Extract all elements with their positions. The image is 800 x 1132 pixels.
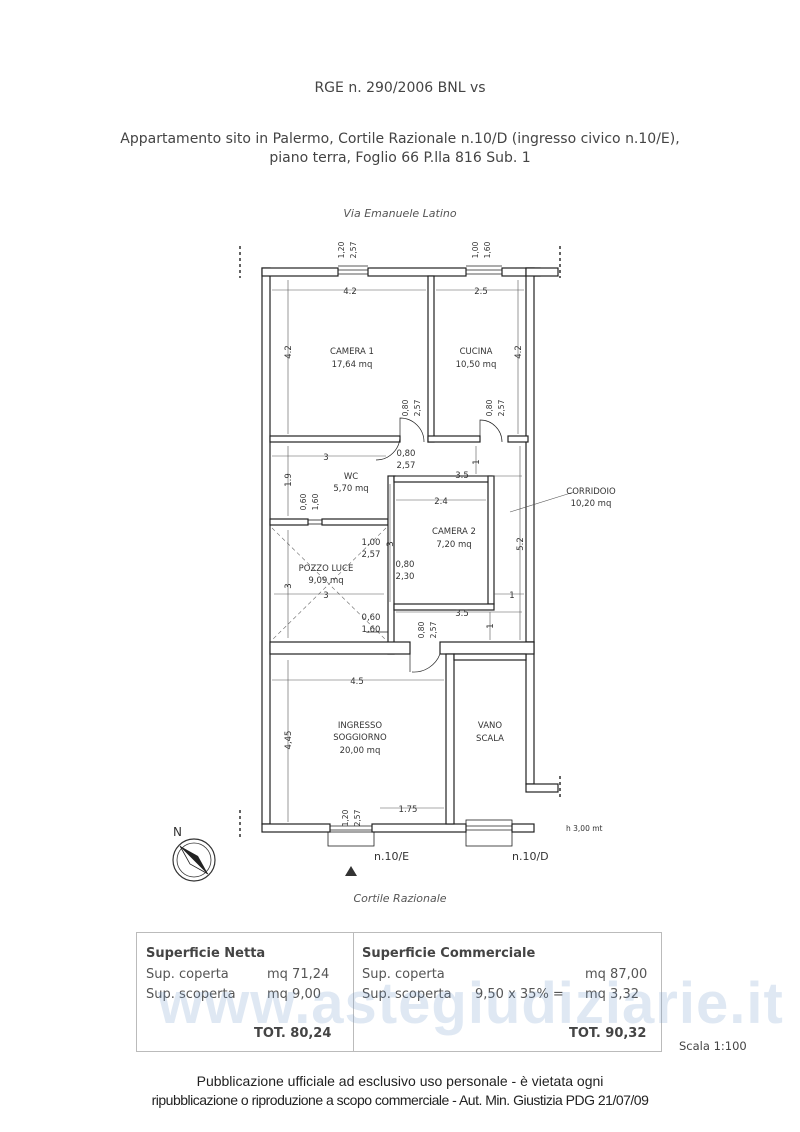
dim-camera2-width: 2.4 <box>434 497 448 507</box>
netta-row1-value: mq 71,24 <box>267 967 330 982</box>
ingresso-name-2: SOGGIORNO <box>333 733 387 743</box>
door3-height: 2,57 <box>429 621 438 638</box>
dim-camera1-width: 4.2 <box>343 287 357 297</box>
pozzo-name: POZZO LUCE <box>299 564 354 574</box>
win-wc-height: 1,60 <box>311 493 320 510</box>
dim-corridor-height: 5.2 <box>516 537 526 551</box>
corridoio-area: 10,20 mq <box>571 499 612 509</box>
case-reference: RGE n. 290/2006 BNL vs <box>314 80 486 96</box>
wc-area: 5,70 mq <box>333 484 368 494</box>
dim-camera1-height: 4.2 <box>284 345 294 359</box>
netta-total: TOT. 80,24 <box>254 1026 332 1041</box>
surface-table: Superficie Netta Sup. coperta mq 71,24 S… <box>136 932 662 1052</box>
ingresso-name-1: INGRESSO <box>338 721 383 731</box>
netta-row1-label: Sup. coperta <box>146 967 229 982</box>
door-wc-height: 2,57 <box>397 461 416 471</box>
address-line-1: Appartamento sito in Palermo, Cortile Ra… <box>120 131 680 147</box>
street-name-top: Via Emanuele Latino <box>343 207 457 220</box>
window-pozzo-height: 2,57 <box>362 550 381 560</box>
camera1-name: CAMERA 1 <box>330 347 374 357</box>
win1-width: 1,20 <box>337 241 346 258</box>
windows <box>308 265 513 847</box>
door-c2-width: 0,80 <box>396 560 415 570</box>
win2-height: 1,60 <box>483 241 492 258</box>
win1-height: 2,57 <box>349 241 358 258</box>
north-compass-icon <box>172 838 216 882</box>
pozzo-diagonals <box>271 527 387 641</box>
commerciale-total: TOT. 90,32 <box>569 1026 647 1041</box>
commerciale-row2-calc: 9,50 x 35% = <box>475 987 564 1002</box>
north-label: N <box>173 825 182 839</box>
disclaimer-line-2: ripubblicazione o riproduzione a scopo c… <box>151 1092 649 1108</box>
watermark: www.astegiudiziarie.it <box>158 971 784 1036</box>
cucina-name: CUCINA <box>460 347 493 357</box>
camera2-name: CAMERA 2 <box>432 527 476 537</box>
street-name-bottom: Cortile Razionale <box>353 892 447 905</box>
entrance-arrow-icon <box>345 866 357 876</box>
cucina-area: 10,50 mq <box>456 360 497 370</box>
commerciale-row1-label: Sup. coperta <box>362 967 445 982</box>
window-pozzo2-width: 0,60 <box>362 613 381 623</box>
ingresso-area: 20,00 mq <box>340 746 381 756</box>
netta-title: Superficie Netta <box>146 946 266 961</box>
commerciale-row2-value: mq 3,32 <box>585 987 639 1002</box>
netta-row2-value: mq 9,00 <box>267 987 321 1002</box>
door2-width: 0,80 <box>485 399 494 416</box>
dim-1-75: 1.75 <box>399 805 418 815</box>
door-wc-width: 0,80 <box>397 449 416 459</box>
win-ingresso-height: 2,57 <box>353 809 362 826</box>
commerciale-title: Superficie Commerciale <box>362 946 536 961</box>
pozzo-area: 9,09 mq <box>308 576 343 586</box>
door1-width: 0,80 <box>401 399 410 416</box>
dim-camera2-height: 3 <box>386 541 396 546</box>
dim-wc-height: 1.9 <box>284 473 294 487</box>
vano-name-2: SCALA <box>476 734 504 744</box>
window-pozzo2-height: 1,60 <box>362 625 381 635</box>
entrance-d-label: n.10/D <box>512 850 549 863</box>
dim-ingresso-width: 4.5 <box>350 677 364 687</box>
entrance-e-label: n.10/E <box>374 850 409 863</box>
dim-ingresso-height: 4,45 <box>284 731 294 750</box>
dim-cucina-height: 4.2 <box>514 345 524 359</box>
door-c2-height: 2,30 <box>396 572 415 582</box>
disclaimer-line-1: Pubblicazione ufficiale ad esclusivo uso… <box>196 1073 604 1089</box>
commerciale-row1-value: mq 87,00 <box>585 967 648 982</box>
camera2-area: 7,20 mq <box>436 540 471 550</box>
height-note: h 3,00 mt <box>566 824 603 833</box>
dim-pozzo-height: 3 <box>284 583 294 588</box>
camera1-area: 17,64 mq <box>332 360 373 370</box>
door3-width: 0,80 <box>417 621 426 638</box>
dim-corridor-width-2: 3.5 <box>455 609 469 619</box>
dim-wc-width: 3 <box>323 453 328 463</box>
door1-height: 2,57 <box>413 399 422 416</box>
commerciale-row2-label: Sup. scoperta <box>362 987 452 1002</box>
dim-cucina-width: 2.5 <box>474 287 488 297</box>
window-pozzo-width: 1,00 <box>362 538 381 548</box>
netta-row2-label: Sup. scoperta <box>146 987 236 1002</box>
dim-1-c: 1 <box>486 623 496 628</box>
win-ingresso-width: 1,20 <box>341 809 350 826</box>
walls <box>261 267 559 833</box>
corridoio-name: CORRIDOIO <box>566 487 616 497</box>
dim-1-a: 1 <box>509 591 514 601</box>
dim-corridor-width: 3.5 <box>455 471 469 481</box>
vano-name-1: VANO <box>478 721 502 731</box>
dim-pozzo-width: 3 <box>323 591 328 601</box>
dim-1-b: 1 <box>472 459 482 464</box>
door2-height: 2,57 <box>497 399 506 416</box>
scale-label: Scala 1:100 <box>679 1039 747 1053</box>
wc-name: WC <box>344 472 358 482</box>
win-wc-width: 0,60 <box>299 493 308 510</box>
address-line-2: piano terra, Foglio 66 P.lla 816 Sub. 1 <box>269 150 531 166</box>
dimension-lines <box>272 280 575 822</box>
win2-width: 1,00 <box>471 241 480 258</box>
doors <box>366 417 503 673</box>
